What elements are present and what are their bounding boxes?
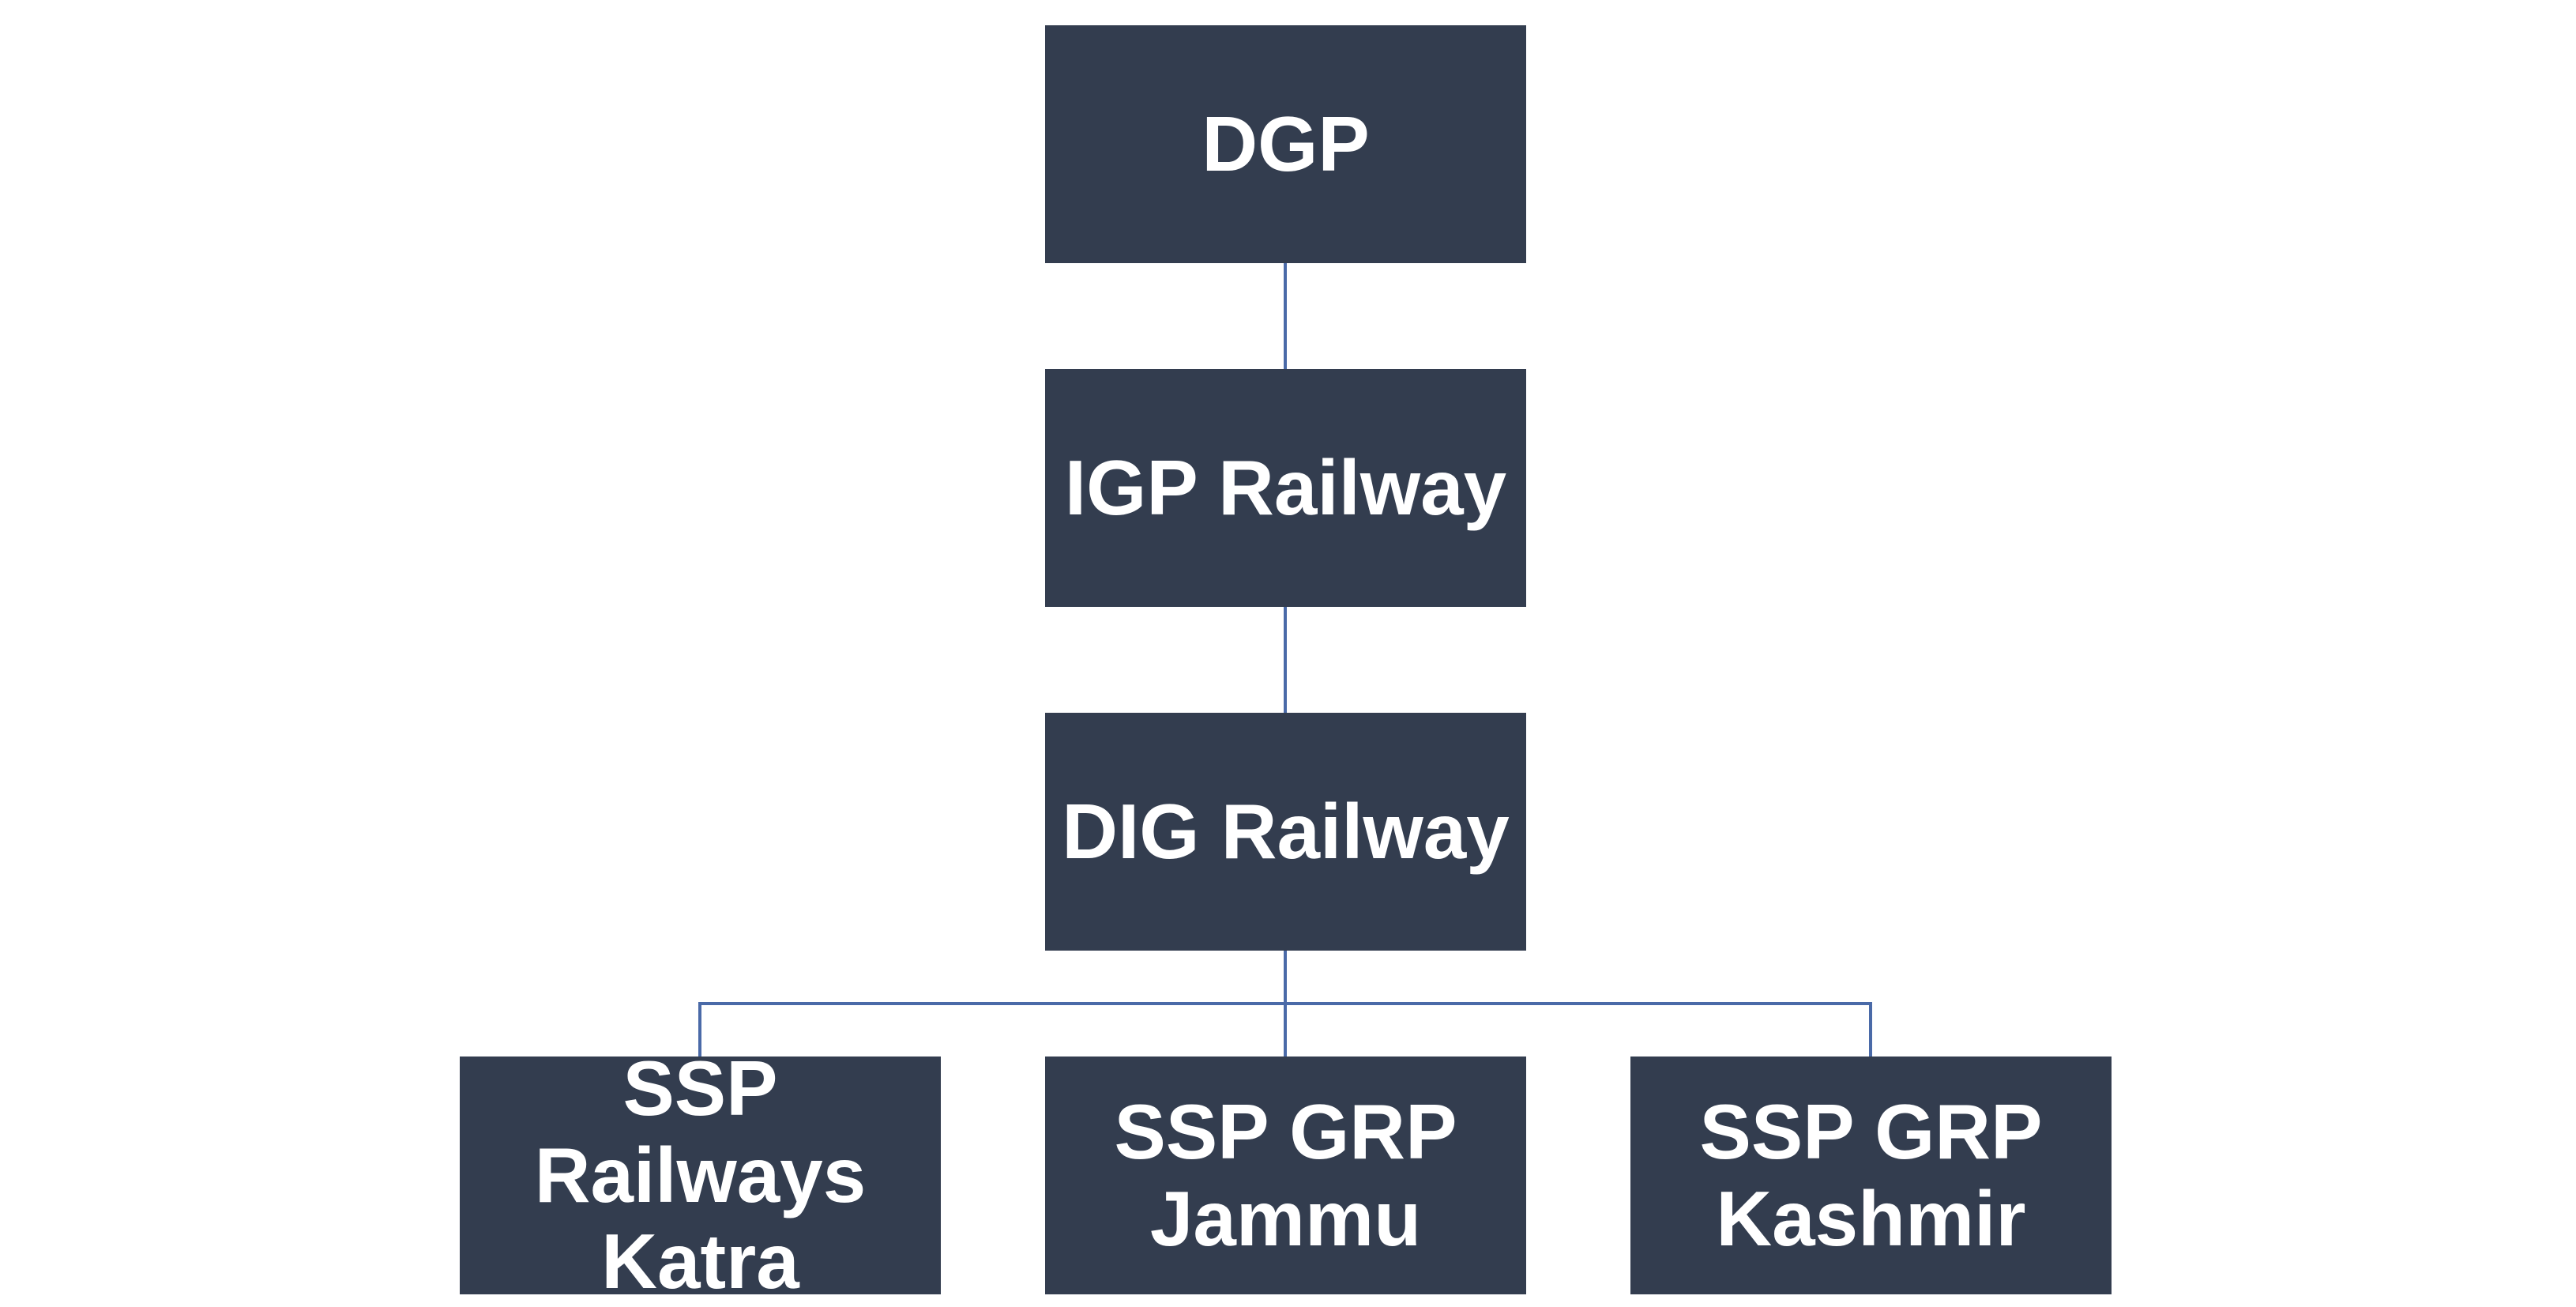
node-dig-railway: DIG Railway xyxy=(1045,713,1526,951)
node-ssp-grp-jammu-label: SSP GRP Jammu xyxy=(1114,1087,1457,1262)
node-ssp-railways-katra: SSP Railways Katra xyxy=(460,1045,941,1305)
node-igp-railway: IGP Railway xyxy=(1045,369,1526,607)
node-ssp-railways-katra-label: SSP Railways Katra xyxy=(534,1044,867,1305)
node-dgp: DGP xyxy=(1045,25,1526,263)
node-ssp-grp-kashmir: SSP GRP Kashmir xyxy=(1630,1057,2112,1294)
node-ssp-grp-jammu: SSP GRP Jammu xyxy=(1045,1057,1526,1294)
node-igp-railway-label: IGP Railway xyxy=(1064,443,1507,531)
node-dgp-label: DGP xyxy=(1202,100,1370,187)
node-ssp-grp-kashmir-label: SSP GRP Kashmir xyxy=(1699,1087,2043,1262)
node-dig-railway-label: DIG Railway xyxy=(1062,787,1510,875)
